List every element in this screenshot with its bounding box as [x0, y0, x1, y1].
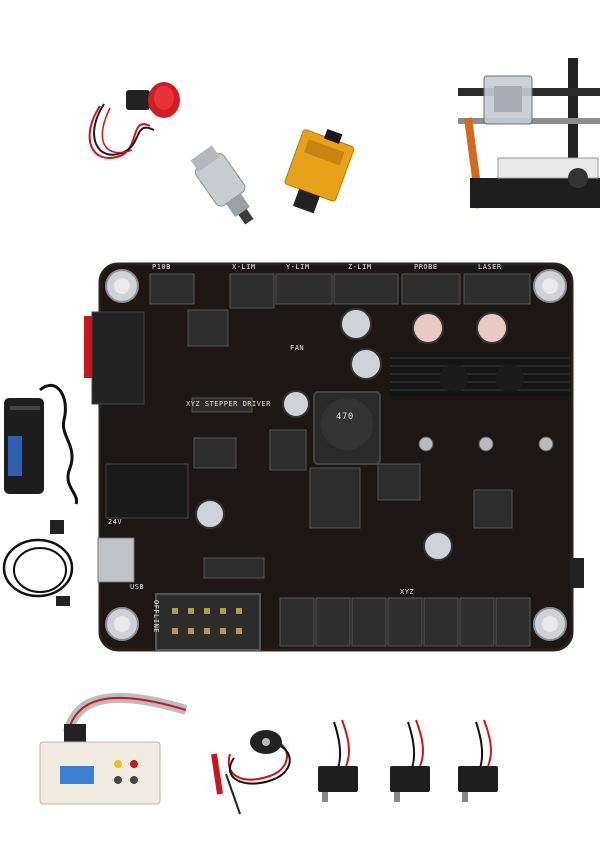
label-text-strip: XYZ STEPPER DRIVER — [186, 400, 271, 408]
label-laser: LASER — [478, 263, 502, 271]
inductor-mark: 470 — [336, 412, 354, 422]
label-fan: FAN — [290, 344, 305, 352]
power-adapter — [4, 383, 79, 505]
label-offline: OFFLINE — [152, 600, 160, 634]
offline-controller — [39, 693, 188, 805]
label-z-lim: Z-LIM — [348, 263, 372, 271]
label-24v: 24V — [108, 518, 123, 526]
probe-sensor — [211, 730, 291, 815]
label-x-lim: X-LIM — [232, 263, 256, 271]
label-p10b: P10B — [152, 263, 171, 271]
controller-board — [84, 262, 584, 652]
cnc-machine — [458, 58, 600, 209]
limit-switch-1 — [318, 719, 358, 802]
label-usb: USB — [130, 583, 145, 591]
laser-module — [284, 128, 355, 214]
usb-cable — [2, 520, 74, 606]
label-xyz: XYZ — [400, 588, 415, 596]
spindle-motor — [190, 145, 254, 225]
limit-switch-2 — [390, 719, 430, 802]
label-probe: PROBE — [414, 263, 438, 271]
emergency-stop-button — [88, 82, 180, 159]
label-y-lim: Y-LIM — [286, 263, 310, 271]
limit-switch-3 — [458, 719, 498, 802]
